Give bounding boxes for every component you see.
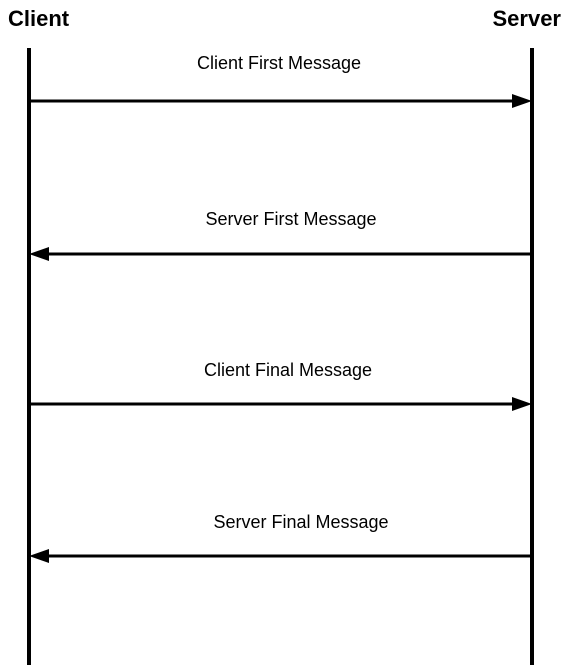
message-4-arrowhead [29, 549, 49, 563]
client-label: Client [8, 6, 70, 31]
message-3: Client Final Message [29, 360, 532, 411]
message-2-label: Server First Message [205, 209, 376, 229]
message-1-label: Client First Message [197, 53, 361, 73]
message-3-label: Client Final Message [204, 360, 372, 380]
message-1: Client First Message [29, 53, 532, 108]
server-label: Server [492, 6, 561, 31]
message-3-arrowhead [512, 397, 532, 411]
message-1-arrowhead [512, 94, 532, 108]
message-4-label: Server Final Message [213, 512, 388, 532]
message-2: Server First Message [29, 209, 532, 261]
message-4: Server Final Message [29, 512, 532, 563]
message-2-arrowhead [29, 247, 49, 261]
